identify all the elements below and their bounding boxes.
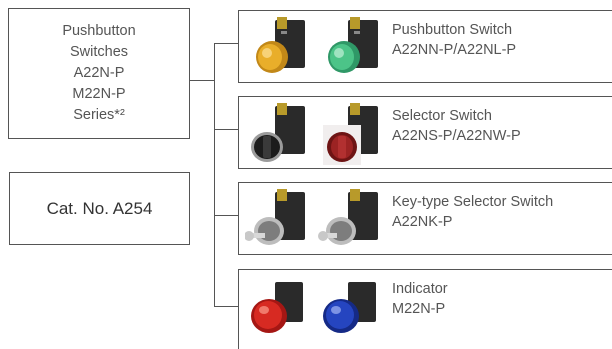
connector-branch-1 [214,43,238,44]
product-name: Indicator [392,281,448,297]
connector-vertical-trunk [214,43,215,306]
connector-branch-3 [214,215,238,216]
product-key-selector-switch: Key-type Selector Switch A22NK-P [238,182,612,255]
product-model: M22N-P [392,301,446,317]
product-selector-switch: Selector Switch A22NS-P/A22NW-P [238,96,612,169]
catalog-number-label: Cat. No. A254 [46,198,153,218]
product-model: A22NN-P/A22NL-P [392,42,517,58]
product-text: Key-type Selector Switch A22NK-P [392,192,553,232]
series-line-3: A22N-P [73,65,125,81]
connector-branch-4 [214,306,238,307]
product-name: Selector Switch [392,108,492,124]
product-name: Pushbutton Switch [392,22,513,38]
amber-pushbutton-image [256,17,305,73]
series-line-4: M22N-P [72,86,126,102]
product-images [245,189,385,253]
product-images [245,103,385,167]
product-images [245,17,385,79]
product-indicator: Indicator M22N-P [238,269,612,349]
product-name: Key-type Selector Switch [392,194,554,210]
red-selector-image [323,103,378,165]
product-pushbutton-switch: Pushbutton Switch A22NN-P/A22NL-P [238,10,612,83]
product-images [245,276,385,340]
key-selector-image [245,189,305,245]
series-box: Pushbutton Switches A22N-P M22N-P Series… [8,8,190,139]
product-text: Selector Switch A22NS-P/A22NW-P [392,106,521,146]
key-selector-2-image [318,189,378,245]
connector-horizontal-main [190,80,214,81]
catalog-number-box: Cat. No. A254 [9,172,190,245]
black-selector-image [251,103,305,162]
series-line-2: Switches [69,44,129,60]
product-text: Pushbutton Switch A22NN-P/A22NL-P [392,20,516,60]
product-text: Indicator M22N-P [392,279,448,319]
blue-indicator-image [323,282,376,333]
product-model: A22NS-P/A22NW-P [392,128,521,144]
series-line-5: Series*² [73,107,125,123]
green-pushbutton-image [328,17,378,73]
series-line-1: Pushbutton [62,23,136,39]
connector-branch-2 [214,129,238,130]
product-model: A22NK-P [392,214,453,230]
red-indicator-image [251,282,303,333]
